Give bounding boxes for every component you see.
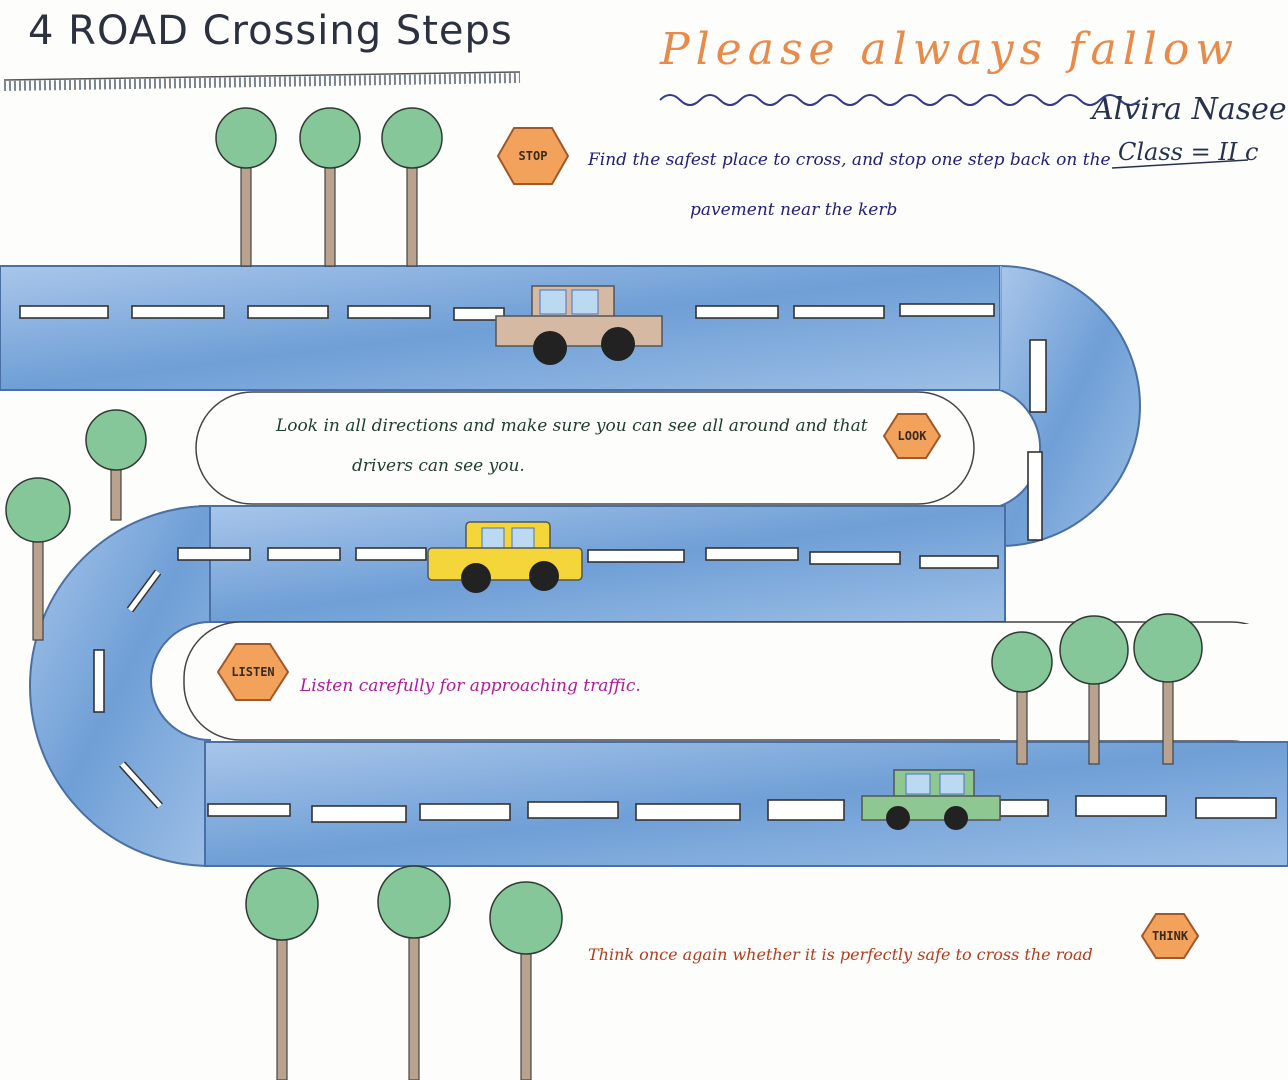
tree: [1133, 613, 1203, 765]
tree: [377, 865, 451, 1080]
tree: [215, 107, 277, 267]
road-body: [0, 264, 1288, 868]
listen-sign: LISTEN: [216, 643, 290, 701]
step-look-text-line1: Look in all directions and make sure you…: [276, 416, 868, 436]
road-island-upper: [195, 391, 975, 505]
yellow-car: [427, 521, 583, 593]
tree: [489, 881, 563, 1080]
look-sign: LOOK: [882, 413, 942, 459]
class-label: Class = II c: [1118, 138, 1259, 166]
motto-underline: [659, 94, 1141, 106]
svg-text:LOOK: LOOK: [898, 429, 928, 443]
class-underline: [1111, 159, 1249, 169]
author-name: Alvira Naseem: [1092, 92, 1288, 127]
svg-text:LISTEN: LISTEN: [231, 665, 274, 679]
tree: [991, 631, 1053, 765]
think-sign: THINK: [1140, 913, 1200, 959]
motto-text: Please always fallow: [660, 24, 1239, 75]
step-stop-text-line2: pavement near the kerb: [690, 200, 898, 220]
stop-sign: STOP: [496, 127, 570, 185]
step-listen-text: Listen carefully for approaching traffic…: [300, 676, 641, 696]
svg-text:THINK: THINK: [1152, 929, 1189, 943]
tree: [299, 107, 361, 267]
lane-markings: [19, 303, 1277, 823]
tree: [381, 107, 443, 267]
svg-text:STOP: STOP: [519, 149, 548, 163]
title-underline: [3, 71, 521, 91]
tree: [5, 477, 71, 641]
step-look-text-line2: drivers can see you.: [352, 456, 525, 476]
page-title: 4 ROAD Crossing Steps: [28, 8, 513, 54]
step-think-text: Think once again whether it is perfectly…: [588, 945, 1093, 964]
green-car: [861, 769, 1001, 830]
tree: [1059, 615, 1129, 765]
step-stop-text-line1: Find the safest place to cross, and stop…: [588, 150, 1111, 170]
tree: [85, 409, 147, 521]
brown-car: [495, 285, 663, 365]
tree: [245, 867, 319, 1080]
